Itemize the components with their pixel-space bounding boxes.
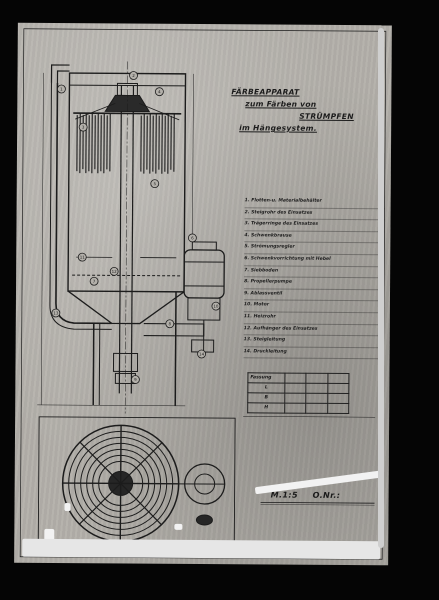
legend-item: 9. Ablassventil bbox=[243, 289, 385, 302]
callout-labels: 1 2 3 4 5 6 7 8 9 10 11 12 13 14 bbox=[53, 73, 219, 382]
table-row-label: L bbox=[247, 382, 285, 394]
legend-item: 1. Flotten-u. Materialbehälter bbox=[244, 196, 385, 209]
legend-item: 8. Propellerpumpe bbox=[244, 277, 385, 291]
callout-label-3: 3 bbox=[82, 125, 85, 130]
callout-label-4: 4 bbox=[158, 89, 161, 94]
parts-legend: 1. Flotten-u. Materialbehälter 2. Steigr… bbox=[243, 196, 385, 360]
legend-item: 3. Trägerringe des Einsatzes bbox=[244, 219, 385, 233]
callout-label-6: 6 bbox=[191, 235, 194, 240]
dyeing-apparatus-drawing: 1 2 3 4 5 6 7 8 9 10 11 12 13 14 bbox=[19, 28, 387, 560]
legend-item: 7. Siebboden bbox=[244, 265, 385, 279]
callout-14 bbox=[197, 349, 206, 359]
callout-8 bbox=[165, 319, 175, 329]
callout-5 bbox=[150, 179, 160, 189]
legend-item: 10. Motor bbox=[243, 300, 384, 314]
callout-11 bbox=[77, 252, 87, 262]
plan-frame bbox=[37, 416, 236, 553]
film-scratch bbox=[22, 538, 381, 560]
callout-label-10: 10 bbox=[213, 304, 219, 309]
blueprint-sheet: 1 2 3 4 5 6 7 8 9 10 11 12 13 14 FÄRBE bbox=[14, 22, 392, 566]
film-scratch bbox=[174, 523, 183, 530]
callout-9 bbox=[131, 375, 140, 384]
riser-pipe-right bbox=[130, 85, 135, 394]
vessel-elevation bbox=[37, 61, 225, 414]
callout-label-12: 12 bbox=[112, 269, 118, 274]
capacity-table: Fassung L B H bbox=[247, 372, 349, 414]
callout-label-7: 7 bbox=[93, 279, 96, 284]
legend-item: 12. Aufhänger des Einsatzes bbox=[243, 323, 384, 337]
callout-7 bbox=[89, 276, 99, 286]
sieve-bottom bbox=[72, 274, 181, 277]
legend-item: 2. Steigrohr des Einsatzes bbox=[244, 207, 385, 221]
drawing-title: FÄRBEAPPARAT zum Färben von STRÜMPFEN im… bbox=[231, 86, 381, 135]
callout-2 bbox=[129, 71, 138, 80]
callout-10 bbox=[211, 301, 221, 311]
title-line-3: STRÜMPFEN bbox=[299, 111, 354, 122]
external-pipe bbox=[55, 82, 112, 325]
callout-label-8: 8 bbox=[169, 321, 172, 326]
callout-label-9: 9 bbox=[134, 377, 137, 382]
callout-label-13: 13 bbox=[53, 310, 59, 315]
table-row: Fassung bbox=[247, 372, 349, 384]
film-scratch bbox=[64, 503, 71, 512]
title-line-2: zum Färben von bbox=[245, 99, 317, 109]
title-line-1: FÄRBEAPPARAT bbox=[231, 87, 300, 97]
callout-6 bbox=[187, 233, 197, 243]
callout-label-1: 1 bbox=[60, 86, 63, 91]
motor-body bbox=[183, 249, 225, 299]
table-row: H bbox=[247, 402, 349, 414]
stockings-right bbox=[140, 113, 175, 174]
legend-item: 4. Schwenkbrause bbox=[244, 231, 385, 244]
callout-markers bbox=[51, 71, 221, 384]
callout-label-5: 5 bbox=[153, 181, 156, 186]
callout-label-14: 14 bbox=[199, 351, 205, 356]
leg-right bbox=[174, 291, 177, 406]
order-number-label: O.Nr.: bbox=[312, 490, 341, 500]
legend-item: 13. Steigleitung bbox=[243, 335, 384, 348]
vessel-plan-view bbox=[37, 416, 236, 553]
callout-4 bbox=[155, 87, 164, 97]
film-edge-highlight bbox=[378, 28, 384, 548]
stockings-left bbox=[76, 113, 111, 174]
leg-left bbox=[92, 323, 95, 406]
callout-13 bbox=[51, 308, 61, 318]
legend-item: 14. Druckleitung bbox=[243, 347, 384, 360]
title-line-4: im Hängesystem. bbox=[239, 123, 317, 133]
table-row: L bbox=[247, 382, 349, 394]
table-row: B bbox=[247, 392, 349, 404]
callout-label-2: 2 bbox=[132, 73, 135, 78]
callout-1 bbox=[57, 84, 66, 94]
top-pipe-bend bbox=[50, 64, 70, 83]
callout-3 bbox=[78, 122, 88, 132]
table-header-cell: Fassung bbox=[247, 372, 285, 384]
riser-pipe-left bbox=[118, 85, 123, 394]
callout-label-11: 11 bbox=[80, 255, 86, 260]
legend-item: 11. Heizrohr bbox=[243, 312, 384, 325]
table-row-label: H bbox=[247, 402, 285, 414]
scale-label: M.1:5 bbox=[270, 490, 298, 500]
callout-12 bbox=[109, 266, 119, 276]
legend-item: 6. Schwenkvorrichtung mit Hebel bbox=[244, 254, 385, 267]
table-row-label: B bbox=[247, 392, 285, 404]
legend-item: 5. Strömungsregler bbox=[244, 242, 385, 256]
